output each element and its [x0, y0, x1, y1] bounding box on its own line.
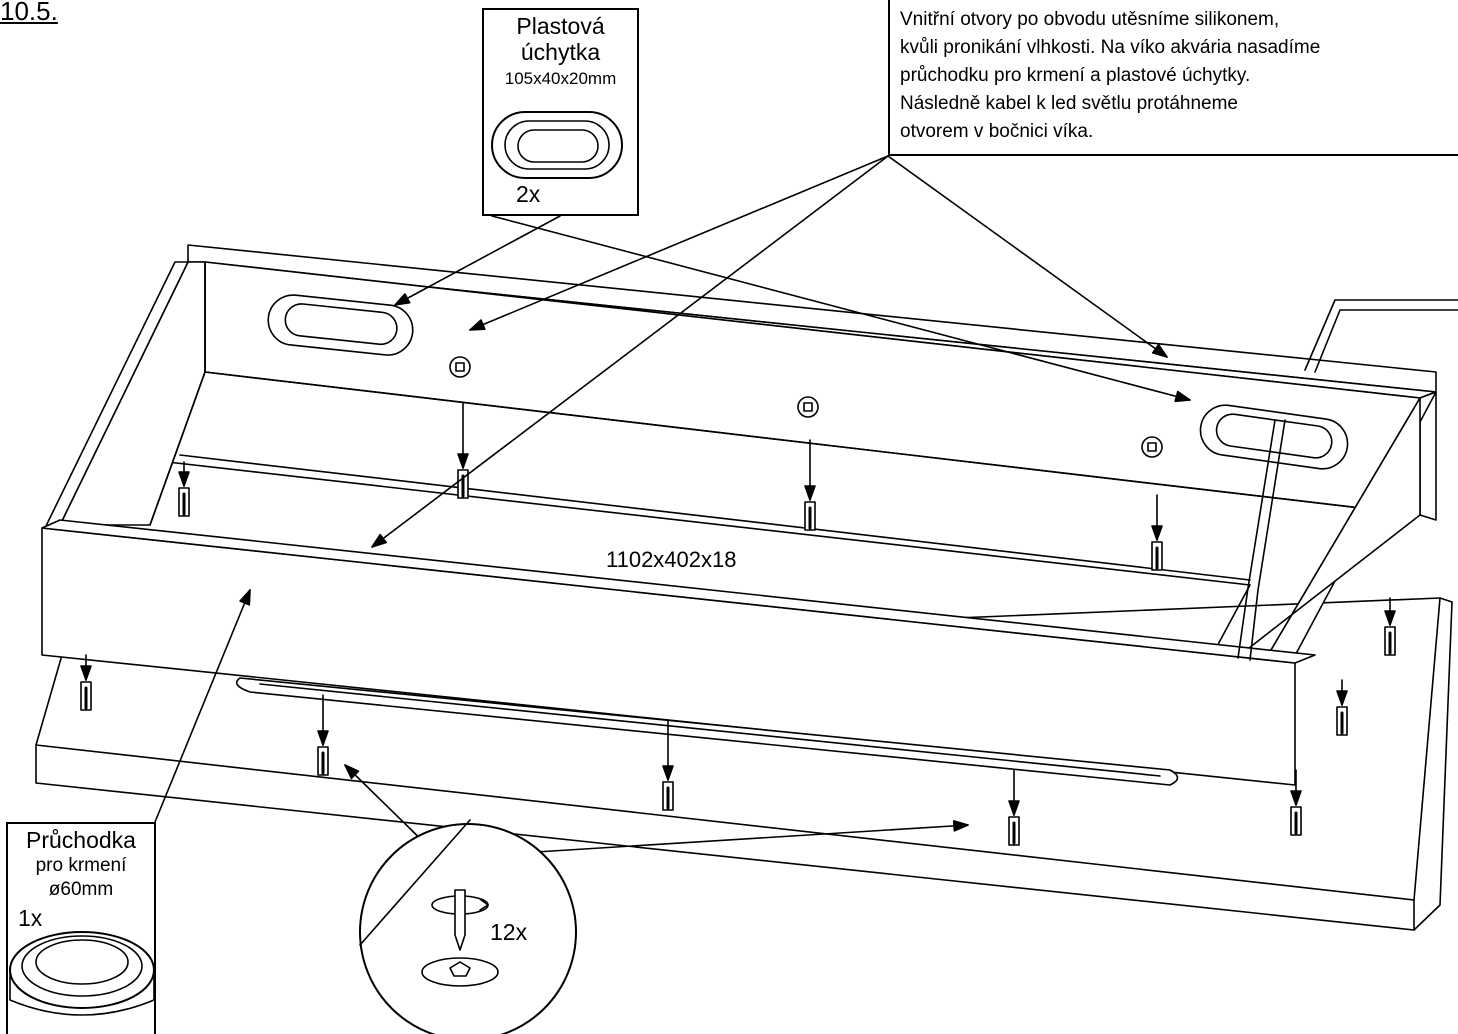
- screw-detail-circle: [359, 819, 577, 1034]
- dowel-arrow: [1290, 769, 1302, 806]
- handle-icon: [491, 111, 623, 179]
- note-line: Vnitřní otvory po obvodu utěsníme siliko…: [900, 9, 1280, 30]
- dowel-arrow: [178, 461, 190, 487]
- step-number: 10.5.: [0, 0, 58, 26]
- dowel-arrow: [457, 401, 469, 469]
- leader-arrows: [154, 155, 1191, 859]
- note-box: Vnitřní otvory po obvodu utěsníme siliko…: [888, 0, 1458, 156]
- leader-arrow: [371, 155, 889, 548]
- screw-heads: [449, 356, 1163, 458]
- inner-floor-edge: [149, 459, 1251, 586]
- back-panel: [187, 244, 1437, 521]
- grommet-subtitle: pro krmení: [35, 855, 127, 876]
- handle-title-1: Plastová: [516, 13, 605, 39]
- screw-quantity: 12x: [490, 919, 528, 945]
- dowel-arrow: [1384, 597, 1396, 626]
- dowel-arrow: [80, 654, 92, 681]
- handle-size: 105x40x20mm: [504, 69, 617, 88]
- dowel-arrow: [662, 719, 674, 781]
- grommet-title: Průchodka: [26, 827, 136, 853]
- grommet-info-box: Průchodka pro krmení ø60mm 1x: [6, 822, 156, 1034]
- feeding-slot: [235, 677, 1179, 786]
- leader-arrow: [394, 215, 561, 306]
- handle-quantity: 2x: [516, 181, 541, 207]
- leader-arrow: [887, 155, 1168, 358]
- led-cable: [1237, 299, 1458, 661]
- leader-arrow: [491, 215, 1191, 403]
- note-line: Následně kabel k led světlu protáhneme: [900, 93, 1238, 114]
- note-line: průchodku pro krmení a plastové úchytky.: [900, 65, 1251, 86]
- dowel-arrow: [804, 439, 816, 501]
- grommet-quantity: 1x: [18, 905, 43, 931]
- main-dimension: 1102x402x18: [606, 547, 737, 572]
- front-panel: [41, 519, 1316, 786]
- dowel-arrow: [1151, 494, 1163, 541]
- note-line: kvůli pronikání vlhkosti. Na víko akvári…: [900, 37, 1321, 58]
- handle-title-2: úchytka: [520, 39, 601, 65]
- handle-cutout-left: [267, 294, 414, 356]
- leader-arrow: [154, 589, 251, 823]
- grommet-diameter: ø60mm: [48, 879, 114, 900]
- note-line: otvorem v bočnici víka.: [900, 121, 1094, 142]
- dowel-arrow: [317, 694, 329, 746]
- dowels: [80, 401, 1396, 846]
- dowel-arrow: [1336, 679, 1348, 706]
- leader-arrow: [469, 155, 889, 331]
- note-text: Vnitřní otvory po obvodu utěsníme siliko…: [900, 6, 1458, 146]
- handle-cutout-right: [1199, 404, 1349, 470]
- dowel-arrow: [1008, 769, 1020, 816]
- handle-info-box: Plastová úchytka 105x40x20mm 2x: [482, 8, 639, 216]
